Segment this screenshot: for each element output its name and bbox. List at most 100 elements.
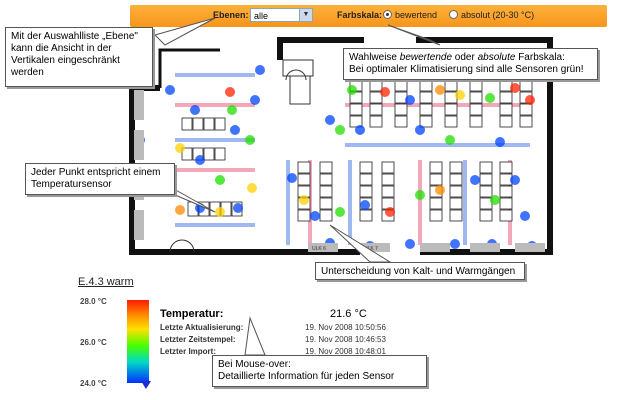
- sensor-dot[interactable]: [360, 200, 370, 210]
- callout-ebene: Mit der Auswahlliste „Ebene" kann die An…: [5, 27, 153, 87]
- rack: [319, 197, 333, 210]
- rack: [349, 103, 363, 116]
- rack: [499, 91, 513, 104]
- rack: [181, 147, 193, 161]
- rack: [519, 79, 533, 92]
- sensor-dot[interactable]: [450, 239, 460, 249]
- chevron-down-icon[interactable]: ▼: [299, 9, 312, 21]
- toolbar: Ebenen: alle ▼ Farbskala: bewertend abso…: [130, 5, 607, 27]
- sensor-dot[interactable]: [490, 195, 500, 205]
- rack: [429, 161, 443, 174]
- rack: [319, 161, 333, 174]
- rack: [359, 185, 373, 198]
- rack: [479, 173, 493, 186]
- rack: [297, 209, 311, 222]
- sensor-dot[interactable]: [525, 95, 535, 105]
- sensor-dot[interactable]: [335, 125, 345, 135]
- rack: [319, 185, 333, 198]
- rack: [499, 115, 513, 128]
- temp-label: Temperatur:: [160, 308, 224, 320]
- color-scale: [127, 300, 149, 383]
- radio-bewertend[interactable]: [383, 10, 392, 19]
- callout-text: Farbskala:: [515, 52, 565, 63]
- rack: [499, 103, 513, 116]
- rack: [419, 115, 433, 128]
- sensor-dot[interactable]: [215, 207, 225, 217]
- ulk-label: ULK 7: [364, 246, 378, 252]
- rack: [449, 185, 463, 198]
- sensor-dot[interactable]: [380, 87, 390, 97]
- sensor-dot[interactable]: [435, 185, 445, 195]
- sensor-dot[interactable]: [247, 183, 257, 193]
- sensor-dot[interactable]: [215, 175, 225, 185]
- rack: [479, 185, 493, 198]
- radio-absolut-label: absolut (20-30 °C): [461, 10, 535, 20]
- sensor-dot[interactable]: [435, 85, 445, 95]
- rack: [419, 91, 433, 104]
- sensor-dot[interactable]: [510, 175, 520, 185]
- sensor-dot[interactable]: [520, 211, 530, 221]
- ebenen-select-value: alle: [254, 11, 269, 21]
- sensor-dot[interactable]: [405, 239, 415, 249]
- rack: [369, 115, 383, 128]
- info-label: Letzter Zeitstempel:: [160, 335, 236, 344]
- callout-text: Wahlweise: [349, 52, 400, 63]
- sensor-dot[interactable]: [250, 95, 260, 105]
- farbskala-label: Farbskala:: [337, 10, 383, 20]
- rack: [499, 209, 513, 222]
- doors: [169, 59, 314, 253]
- sensor-dot[interactable]: [385, 207, 395, 217]
- scale-min: 24.0 °C: [80, 379, 107, 388]
- info-label: Letzte Aktualisierung:: [160, 323, 244, 332]
- radio-absolut[interactable]: [449, 10, 458, 19]
- ebenen-select[interactable]: alle ▼: [250, 8, 313, 22]
- rack: [181, 117, 193, 131]
- rack: [469, 91, 483, 104]
- sensor-dot[interactable]: [165, 85, 175, 95]
- rack: [359, 161, 373, 174]
- sensor-dot[interactable]: [335, 207, 345, 217]
- floor-walls: [129, 37, 553, 255]
- callout-farbskala: Wahlweise bewertende oder absolute Farbs…: [343, 48, 598, 80]
- rack: [449, 173, 463, 186]
- rack: [499, 197, 513, 210]
- sensor-dot[interactable]: [233, 203, 243, 213]
- rack: [419, 79, 433, 92]
- sensor-dot[interactable]: [495, 137, 505, 147]
- scale-marker-icon: [141, 381, 151, 389]
- ebenen-label: Ebenen:: [213, 10, 249, 20]
- sensor-dot[interactable]: [287, 173, 297, 183]
- sensor-dot[interactable]: [299, 195, 309, 205]
- sensor-dot[interactable]: [470, 175, 480, 185]
- sensor-dot[interactable]: [405, 95, 415, 105]
- sensor-dot[interactable]: [325, 115, 335, 125]
- sensor-dot[interactable]: [310, 211, 320, 221]
- sensor-dot[interactable]: [415, 125, 425, 135]
- sensor-dot[interactable]: [230, 125, 240, 135]
- sensor-dot[interactable]: [445, 135, 455, 145]
- sensor-dot[interactable]: [245, 135, 255, 145]
- sensor-dot[interactable]: [255, 65, 265, 75]
- rack: [203, 117, 215, 131]
- sensor-dot[interactable]: [190, 105, 200, 115]
- sensor-dot[interactable]: [227, 105, 237, 115]
- sensor-dot[interactable]: [510, 83, 520, 93]
- rack: [203, 147, 215, 161]
- rack: [359, 209, 373, 222]
- sensor-dot[interactable]: [347, 85, 357, 95]
- sensor-dot[interactable]: [195, 155, 205, 165]
- floor-plan: ULK 6 ULK 7: [129, 37, 553, 255]
- rack: [444, 103, 458, 116]
- info-label: Letzter Import:: [160, 347, 216, 356]
- callout-text: Bei Mouse-over:: [218, 359, 291, 370]
- temp-value: 21.6 °C: [330, 308, 367, 320]
- sensor-dot[interactable]: [175, 205, 185, 215]
- sensor-dot[interactable]: [455, 90, 465, 100]
- sensor-dot[interactable]: [225, 87, 235, 97]
- sensor-dot[interactable]: [415, 190, 425, 200]
- sensor-dot[interactable]: [485, 93, 495, 103]
- room-title[interactable]: E.4.3 warm: [78, 276, 134, 288]
- sensor-dot[interactable]: [175, 143, 185, 153]
- callout-text-bewertende: bewertende: [399, 52, 453, 63]
- sensor-dot[interactable]: [355, 125, 365, 135]
